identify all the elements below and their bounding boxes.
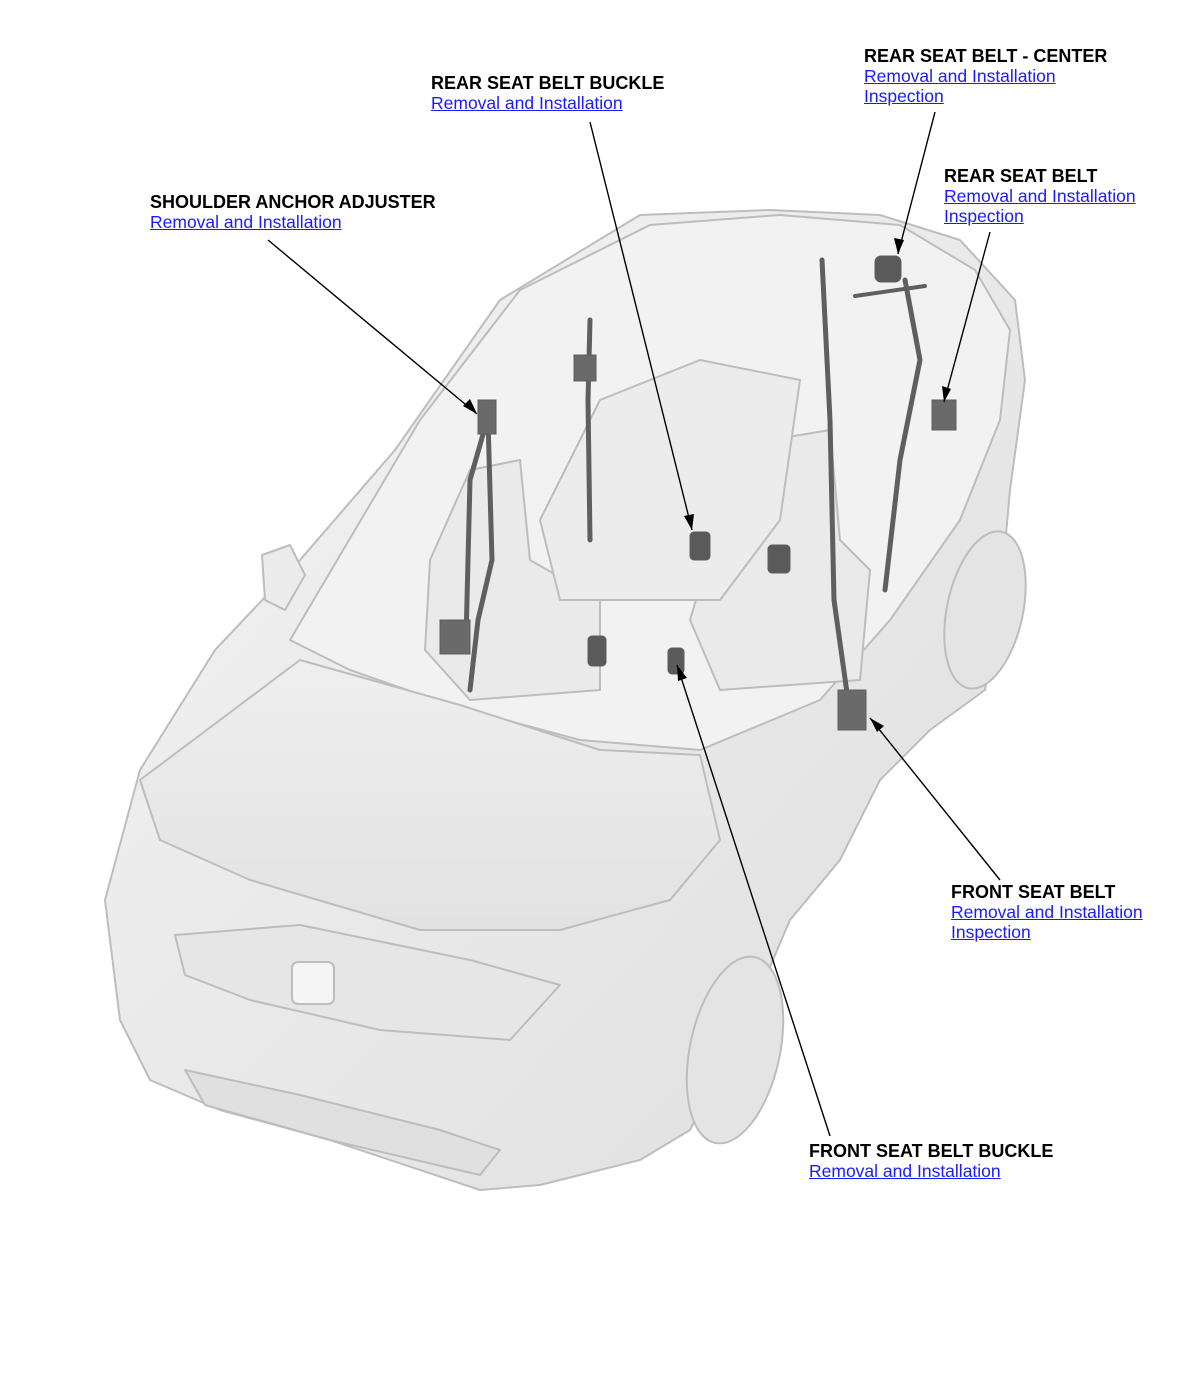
- arrowhead-front-seat-belt: [870, 718, 884, 732]
- leader-line-rear-seat-belt-center: [897, 111, 936, 255]
- callout-rear-seat-belt-center: REAR SEAT BELT - CENTER Removal and Inst…: [864, 46, 1107, 106]
- left-front-belt-diagonal: [467, 417, 495, 693]
- brand-badge: [291, 961, 335, 1005]
- link-rear-seat-belt-removal-installation[interactable]: Removal and Installation: [944, 186, 1136, 206]
- callout-shoulder-anchor-adjuster: SHOULDER ANCHOR ADJUSTER Removal and Ins…: [150, 192, 436, 232]
- callout-rear-seat-belt: REAR SEAT BELT Removal and Installation …: [944, 166, 1136, 226]
- callout-front-seat-belt: FRONT SEAT BELT Removal and Installation…: [951, 882, 1143, 942]
- vehicle-grille: [174, 924, 561, 1041]
- link-rear-seat-belt-buckle-removal-installation[interactable]: Removal and Installation: [431, 93, 623, 113]
- rear-bench: [539, 359, 801, 601]
- rear-center-mount: [853, 284, 927, 298]
- link-rear-seat-belt-inspection[interactable]: Inspection: [944, 206, 1024, 226]
- callout-title-front-seat-belt-buckle: FRONT SEAT BELT BUCKLE: [809, 1141, 1054, 1161]
- link-front-seat-belt-inspection[interactable]: Inspection: [951, 922, 1031, 942]
- front-buckle-part-right: [667, 647, 685, 675]
- leader-line-rear-seat-belt: [943, 231, 991, 403]
- arrowhead-front-seat-belt-buckle: [677, 665, 687, 681]
- leader-line-rear-seat-belt-buckle: [589, 121, 693, 531]
- side-mirror: [261, 544, 306, 611]
- callout-rear-seat-belt-buckle: REAR SEAT BELT BUCKLE Removal and Instal…: [431, 73, 664, 113]
- vehicle-lower-intake: [184, 1069, 501, 1176]
- rear-buckle-part: [689, 531, 711, 561]
- seat-belt-components: [439, 255, 957, 731]
- arrowhead-rear-seat-belt-buckle: [684, 514, 694, 530]
- callout-title-front-seat-belt: FRONT SEAT BELT: [951, 882, 1116, 902]
- rear-left-belt-webbing: [585, 317, 593, 543]
- front-wheel: [685, 955, 785, 1145]
- rear-center-retractor: [874, 255, 902, 283]
- link-rear-seat-belt-center-inspection[interactable]: Inspection: [864, 86, 944, 106]
- front-buckle-part-left: [587, 635, 607, 667]
- rear-left-retractor: [573, 354, 597, 382]
- vehicle-illustration: [104, 209, 1027, 1191]
- arrowhead-rear-seat-belt-center: [894, 238, 904, 254]
- link-front-seat-belt-removal-installation[interactable]: Removal and Installation: [951, 902, 1143, 922]
- callout-title-rear-seat-belt-center: REAR SEAT BELT - CENTER: [864, 46, 1108, 66]
- link-shoulder-anchor-adjuster-removal-installation[interactable]: Removal and Installation: [150, 212, 342, 232]
- right-front-belt-webbing: [819, 257, 851, 703]
- link-rear-seat-belt-center-removal-installation[interactable]: Removal and Installation: [864, 66, 1056, 86]
- right-front-retractor: [837, 689, 867, 731]
- callout-title-rear-seat-belt: REAR SEAT BELT: [944, 166, 1098, 186]
- rear-wheel: [943, 530, 1027, 690]
- rear-right-retractor: [931, 399, 957, 431]
- arrowhead-rear-seat-belt: [942, 386, 951, 402]
- link-front-seat-belt-buckle-removal-installation[interactable]: Removal and Installation: [809, 1161, 1001, 1181]
- leader-lines: [267, 111, 1001, 1137]
- arrowhead-shoulder-anchor-adjuster: [463, 399, 477, 414]
- shoulder-anchor-adjuster-part: [477, 399, 497, 435]
- rear-right-belt-webbing: [882, 277, 923, 593]
- leader-arrowheads: [463, 238, 951, 732]
- leader-line-front-seat-belt: [869, 717, 1001, 881]
- callout-title-rear-seat-belt-buckle: REAR SEAT BELT BUCKLE: [431, 73, 665, 93]
- left-front-retractor: [439, 619, 471, 655]
- rear-buckle-part-right: [767, 544, 791, 574]
- callout-title-shoulder-anchor-adjuster: SHOULDER ANCHOR ADJUSTER: [150, 192, 436, 212]
- leader-line-shoulder-anchor-adjuster: [267, 239, 478, 415]
- leader-line-front-seat-belt-buckle: [676, 664, 831, 1137]
- vehicle-hood: [139, 659, 721, 931]
- callout-front-seat-belt-buckle: FRONT SEAT BELT BUCKLE Removal and Insta…: [809, 1141, 1053, 1181]
